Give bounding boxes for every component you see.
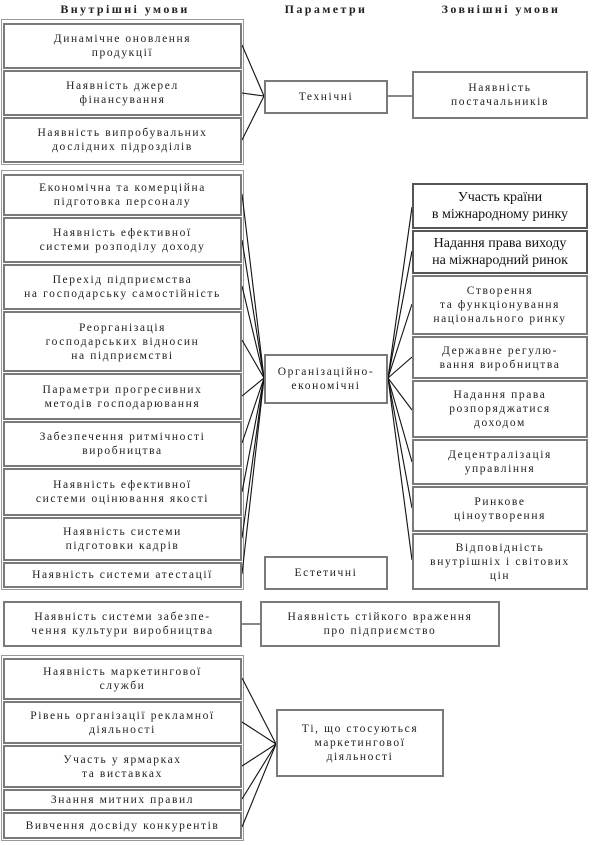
internal-condition-box: Наявність системи атестації: [3, 562, 242, 588]
internal-condition-box: Наявність маркетингової служби: [3, 658, 242, 700]
internal-condition-box: Наявність джерел фінансування: [3, 70, 242, 116]
parameter-organizational-economic: Організаційно- економічні: [264, 354, 388, 404]
group-frame-technical: [1, 19, 244, 165]
external-condition-box: Ринкове ціноутворення: [412, 486, 588, 532]
parameter-impression: Наявність стійкого враження про підприєм…: [260, 601, 500, 647]
internal-condition-box: Участь у ярмарках та виставках: [3, 745, 242, 788]
external-condition-box: Надання права виходу на міжнародний рино…: [412, 230, 588, 274]
header-internal: Внутрішні умови: [60, 2, 190, 16]
external-condition-box: Створення та функціонування національног…: [412, 275, 588, 335]
internal-condition-box: Знання митних правил: [3, 789, 242, 811]
group-frame-organizational: [1, 170, 244, 590]
internal-condition-box: Економічна та комерційна підготовка перс…: [3, 174, 242, 216]
header-external: Зовнішні умови: [441, 2, 561, 16]
external-condition-box: Державне регулю- вання виробництва: [412, 336, 588, 379]
internal-condition-box: Рівень організації рекламної діяльності: [3, 701, 242, 744]
header-parameters: Параметри: [284, 2, 368, 16]
internal-condition-box: Наявність випробувальних дослідних підро…: [3, 117, 242, 163]
internal-condition-box: Наявність системи забезпе- чення культур…: [3, 601, 242, 647]
parameter-marketing: Ті, що стосуються маркетингової діяльнос…: [276, 709, 444, 777]
internal-condition-box: Наявність ефективної системи розподілу д…: [3, 217, 242, 263]
internal-condition-box: Наявність ефективної системи оцінювання …: [3, 468, 242, 516]
group-frame-marketing: [1, 655, 244, 841]
external-condition-box: Надання права розпоряджатися доходом: [412, 380, 588, 438]
parameter-technical: Технічні: [264, 80, 388, 114]
external-condition-box: Децентралізація управління: [412, 439, 588, 485]
external-condition-box: Відповідність внутрішніх і світових цін: [412, 533, 588, 590]
internal-condition-box: Параметри прогресивних методів господарю…: [3, 373, 242, 420]
internal-condition-box: Реорганізація господарських відносин на …: [3, 311, 242, 372]
internal-condition-box: Динамічне оновлення продукції: [3, 23, 242, 69]
internal-condition-box: Наявність системи підготовки кадрів: [3, 517, 242, 561]
internal-condition-box: Перехід підприємства на господарську сам…: [3, 264, 242, 310]
external-condition-box: Участь країни в міжнародному ринку: [412, 183, 588, 229]
external-condition-box: Наявність постачальників: [412, 71, 588, 119]
internal-condition-box: Забезпечення ритмічності виробництва: [3, 421, 242, 467]
internal-condition-box: Вивчення досвіду конкурентів: [3, 812, 242, 839]
parameter-aesthetic: Естетичні: [264, 556, 388, 590]
